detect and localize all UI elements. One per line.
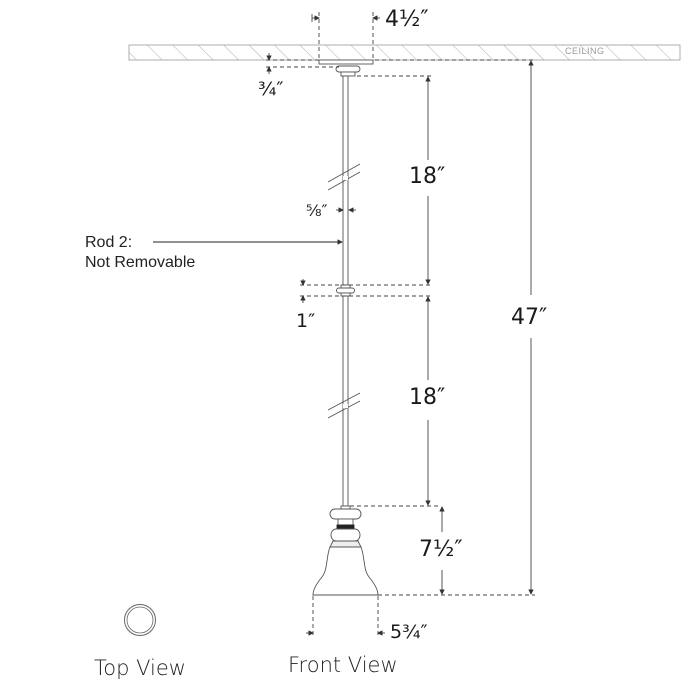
canopy-height-label: ¾″ [258, 78, 284, 100]
shade [312, 505, 379, 596]
top-view-icon [124, 604, 156, 636]
rod-1-length-label: 18″ [409, 164, 446, 189]
rod-diameter-label: ⅝″ [306, 201, 328, 220]
coupling [336, 284, 355, 297]
shade-height-label: 7½″ [419, 537, 463, 562]
canopy-width-label: 4½″ [385, 7, 429, 32]
ceiling-label: CEILING [565, 46, 605, 56]
rod-2-length-label: 18″ [409, 385, 446, 410]
rod-1 [327, 75, 361, 286]
rod-2-callout-line2: Not Removable [85, 254, 196, 271]
top-view-label: Top View [94, 656, 186, 680]
overall-height-label: 47″ [511, 305, 548, 330]
front-view-label: Front View [288, 653, 398, 677]
rod-2 [327, 295, 361, 507]
dimension-lines [153, 12, 535, 637]
canopy [318, 59, 374, 77]
coupling-height-label: 1″ [296, 310, 316, 332]
shade-width-label: 5¾″ [390, 621, 428, 643]
rod-2-callout-line1: Rod 2: [85, 234, 133, 251]
